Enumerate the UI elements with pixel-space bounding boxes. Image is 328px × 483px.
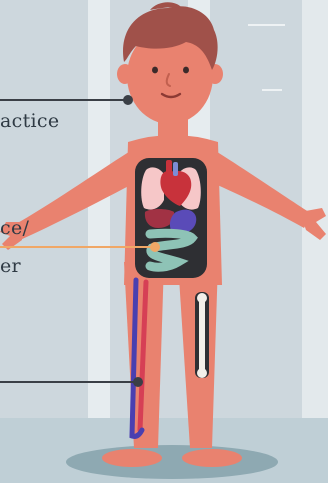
aorta-icon: [166, 160, 172, 176]
right-arm: [206, 150, 312, 228]
right-foot: [182, 449, 242, 467]
left-lung-icon: [141, 167, 164, 209]
leader-dot-middle: [150, 242, 160, 252]
right-eye: [183, 67, 189, 74]
left-eye: [152, 67, 158, 74]
bone-end-top: [197, 293, 207, 303]
label-middle-line2: er: [0, 255, 21, 277]
left-arm: [14, 150, 140, 240]
label-middle-line1: ce/: [0, 217, 29, 239]
leader-dot-bottom: [133, 377, 143, 387]
floor-shadow: [66, 445, 278, 479]
leader-dot-top: [123, 95, 133, 105]
label-top: actice: [0, 110, 59, 132]
femur-bone-inner: [199, 296, 205, 374]
bone-end-bottom: [197, 368, 207, 378]
vena-cava-icon: [173, 162, 178, 176]
left-foot: [102, 449, 162, 467]
